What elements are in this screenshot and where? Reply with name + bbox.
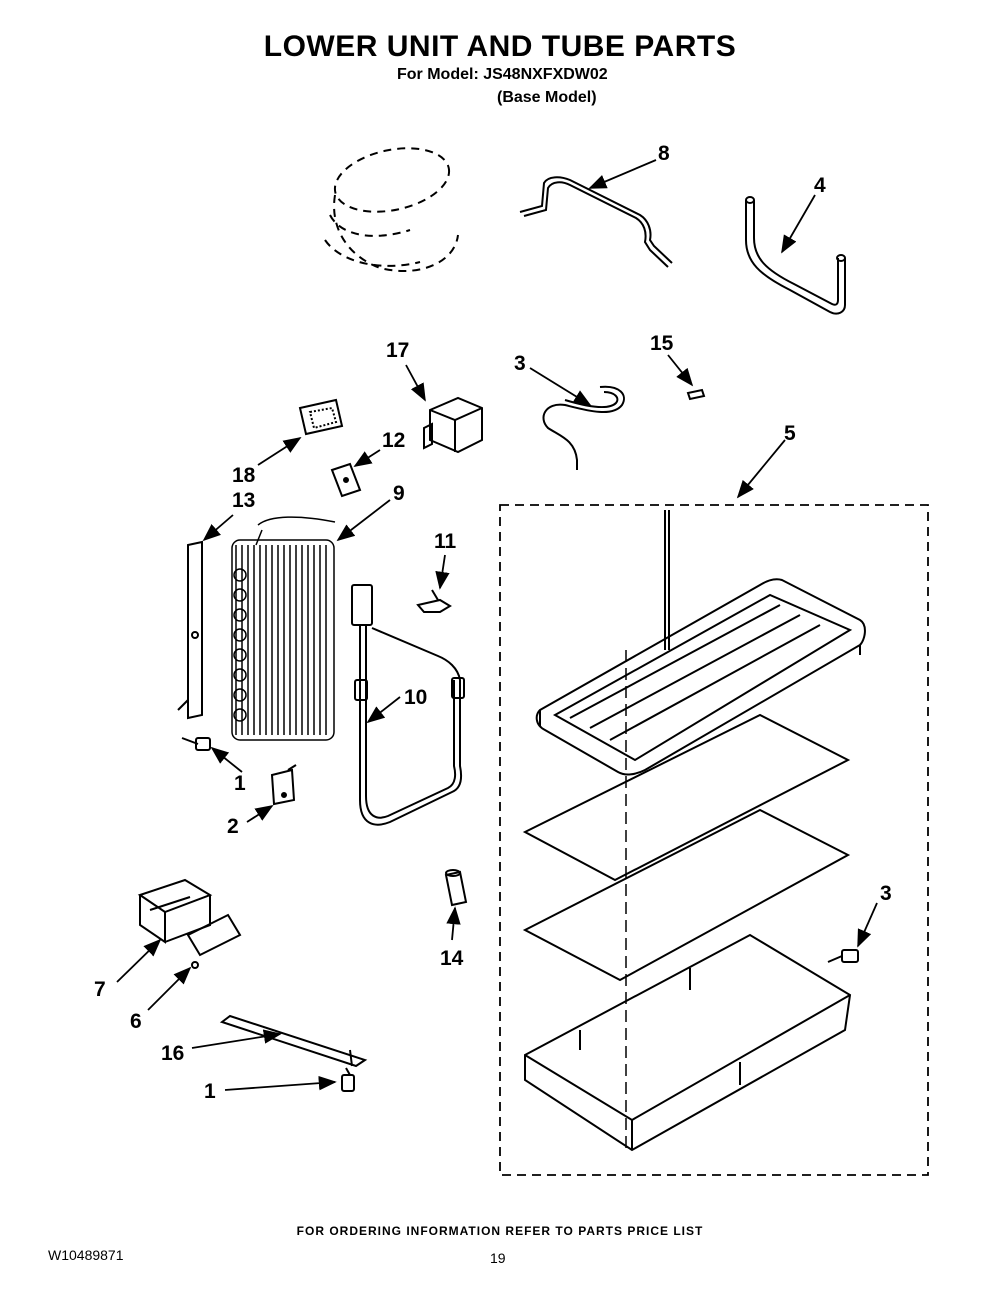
tube-part-3 [542,385,625,470]
callout-13: 13 [232,489,255,512]
clip-part-11 [416,589,452,613]
callout-6: 6 [130,1010,142,1033]
compressor-outline [324,147,459,272]
plate-part-6 [186,913,242,969]
callout-2: 2 [227,815,239,838]
cover-box-part-7 [137,878,213,944]
callout-18: 18 [232,464,256,487]
callout-3-lower: 3 [880,882,892,905]
page-title: LOWER UNIT AND TUBE PARTS [263,30,737,63]
callout-9: 9 [393,482,405,505]
callout-15: 15 [650,332,674,355]
callout-16: 16 [161,1042,184,1065]
callout-1-upper: 1 [234,772,246,795]
page-number: 19 [490,1250,506,1266]
callout-12: 12 [382,429,405,452]
heater-tube-part-10 [351,584,465,826]
bracket-part-17 [423,396,483,454]
callout-3-upper: 3 [514,352,526,375]
evaporator-part-9 [231,516,336,741]
insulation-sheet-upper [522,713,851,882]
callout-7: 7 [94,978,106,1001]
plate-part-12 [330,462,362,498]
screw-part-1-lower [341,1067,355,1092]
document-number: W10489871 [48,1247,124,1263]
drain-pan-tray [524,933,852,1152]
model-line: For Model: JS48NXFXDW02 [397,66,608,83]
strip-part-16 [219,1014,368,1068]
callout-1-lower: 1 [204,1080,216,1103]
label-pad-part-18 [298,398,344,436]
bracket-part-2 [270,764,297,806]
callout-8: 8 [658,142,670,165]
callout-14: 14 [440,947,464,970]
callout-11: 11 [434,530,457,553]
callout-5: 5 [784,422,796,445]
standoff-part-14 [444,869,468,907]
callout-4: 4 [814,174,826,197]
callout-10: 10 [404,686,427,709]
drain-pan-assembly-frame [499,504,929,1176]
leader-lines [116,159,878,1091]
bracket-part-13 [177,540,203,720]
tube-part-8 [519,176,673,268]
screw-part-3-lower [827,949,859,963]
ordering-note: FOR ORDERING INFORMATION REFER TO PARTS … [296,1224,704,1238]
callout-17: 17 [386,339,409,362]
model-note: (Base Model) [497,89,597,106]
drain-pan-heater [535,510,866,776]
tube-part-4 [745,196,846,315]
screw-part-1-upper [181,737,211,751]
clip-part-15 [686,388,706,401]
insulation-sheet-lower [522,808,851,982]
